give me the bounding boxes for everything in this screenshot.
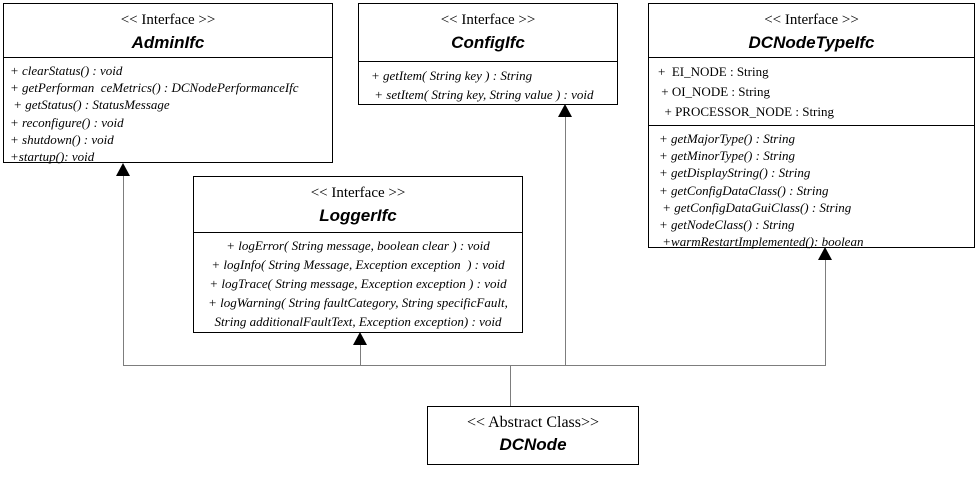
dcnodetypeifc-methods-compartment: + getMajorType() : String + getMinorType… [649,126,974,250]
dcnodetypeifc-attributes-compartment: + EI_NODE : String + OI_NODE : String + … [649,58,974,126]
method-line: + getMinorType() : String [659,148,795,164]
connector-loggerifc-line [360,344,361,365]
connector-adminifc-line [123,175,124,365]
dcnodetypeifc-class-name: DCNodeTypeIfc [748,33,875,52]
adminifc-header: << Interface >> AdminIfc [4,4,332,58]
interface-box-configifc: << Interface >> ConfigIfc + getItem( Str… [358,3,618,105]
loggerifc-stereotype: << Interface >> [310,185,406,201]
adminifc-class-name: AdminIfc [131,33,205,52]
method-line: + reconfigure() : void [10,114,124,130]
loggerifc-methods-compartment: + logError( String message, boolean clea… [194,233,522,331]
method-line: + getNodeClass() : String [659,217,795,233]
interface-box-loggerifc: << Interface >> LoggerIfc + logError( St… [193,176,523,333]
method-line: + getConfigDataGuiClass() : String [659,199,852,215]
configifc-class-name: ConfigIfc [451,33,525,52]
dcnodetypeifc-header: << Interface >> DCNodeTypeIfc [649,4,974,58]
interface-box-adminifc: << Interface >> AdminIfc + clearStatus()… [3,3,333,165]
method-line: + logInfo( String Message, Exception exc… [211,257,505,272]
method-line: + logWarning( String faultCategory, Stri… [208,295,512,329]
method-line: + setItem( String key, String value ) : … [371,87,594,102]
method-line: +warmRestartImplemented(): boolean [659,234,864,250]
loggerifc-class-name: LoggerIfc [319,206,397,225]
dcnode-stereotype: << Abstract Class>> [466,414,600,431]
interface-box-dcnodetypeifc: << Interface >> DCNodeTypeIfc + EI_NODE … [648,3,975,250]
configifc-methods-compartment: + getItem( String key ) : String + setIt… [359,62,617,104]
method-line: + getConfigDataClass() : String [659,182,829,198]
method-line: +startup(): void [10,149,95,165]
method-line: + getDisplayString() : String [659,165,811,181]
adminifc-methods-compartment: + clearStatus() : void + getPerforman ce… [4,58,332,165]
arrowhead-to-adminifc-icon [116,163,130,176]
attribute-line: + OI_NODE : String [658,84,771,99]
adminifc-stereotype: << Interface >> [120,12,216,28]
arrowhead-to-dcnodetypeifc-icon [818,247,832,260]
method-line: + logError( String message, boolean clea… [226,238,490,253]
method-line: + logTrace( String message, Exception ex… [209,276,507,291]
dcnode-class-name: DCNode [499,435,567,454]
method-line: + getStatus() : StatusMessage [10,97,170,113]
loggerifc-header: << Interface >> LoggerIfc [194,177,522,233]
dcnode-header: << Abstract Class>> DCNode [428,407,638,464]
connector-dcnodetypeifc-line [825,259,826,365]
abstract-class-box-dcnode: << Abstract Class>> DCNode [427,406,639,465]
configifc-header: << Interface >> ConfigIfc [359,4,617,62]
connector-dcnode-stem [510,365,511,406]
connector-bus-line [123,365,826,366]
dcnodetypeifc-stereotype: << Interface >> [764,12,859,28]
attribute-line: + EI_NODE : String [658,64,769,79]
method-line: + getPerforman ceMetrics() : DCNodePerfo… [10,80,299,96]
method-line: + getItem( String key ) : String [371,68,533,83]
arrowhead-to-loggerifc-icon [353,332,367,345]
method-line: + shutdown() : void [10,131,114,147]
method-line: + clearStatus() : void [10,63,123,78]
attribute-line: + PROCESSOR_NODE : String [658,104,835,119]
arrowhead-to-configifc-icon [558,104,572,117]
connector-configifc-line [565,116,566,365]
method-line: + getMajorType() : String [659,131,795,146]
configifc-stereotype: << Interface >> [440,12,536,28]
